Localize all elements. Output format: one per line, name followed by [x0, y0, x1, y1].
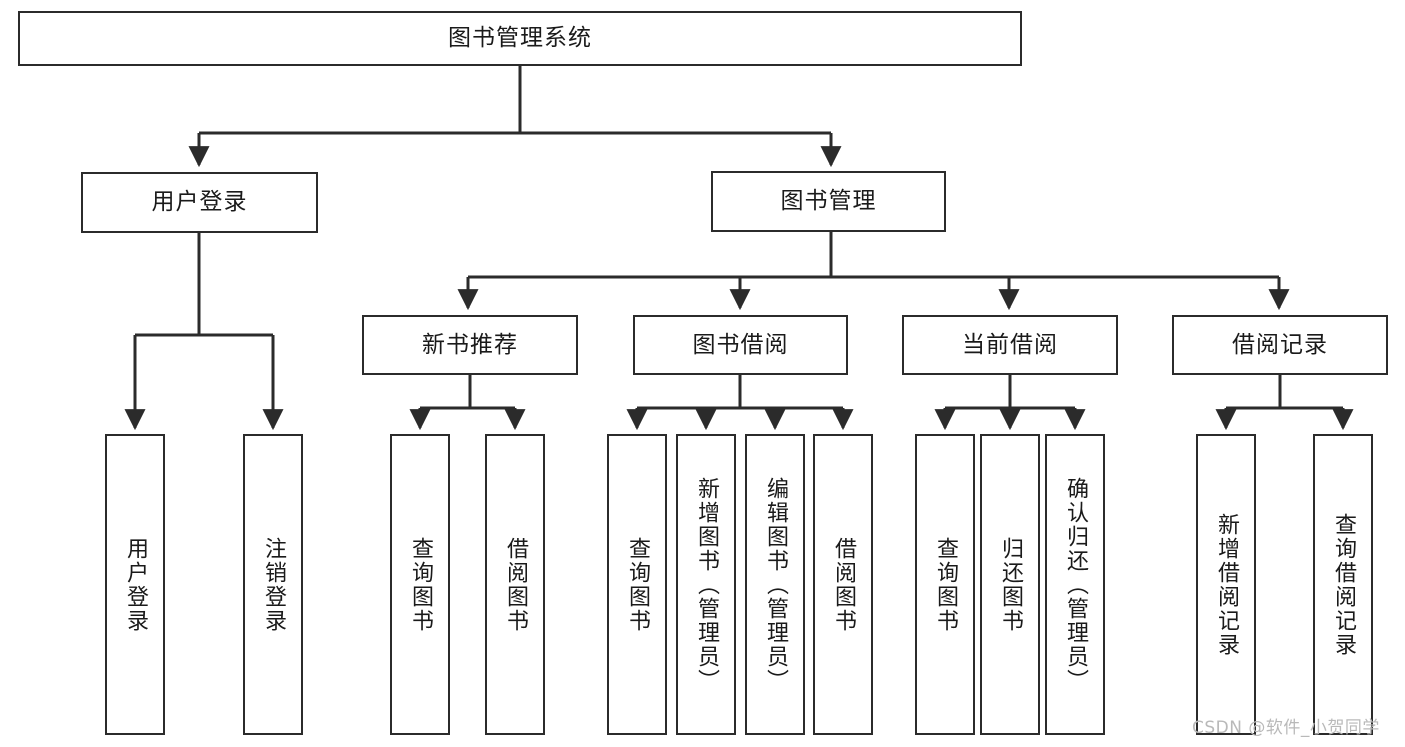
node-user-login[interactable]: 用户登录 — [81, 172, 318, 233]
node-leaf-return-book-label: 归还图书 — [997, 536, 1023, 633]
node-leaf-add-record-label: 新增借阅记录 — [1213, 512, 1239, 657]
node-leaf-return-book[interactable]: 归还图书 — [980, 434, 1040, 735]
node-leaf-confirm-return-label: 确认归还（管理员） — [1062, 476, 1088, 693]
node-leaf-query-book-1[interactable]: 查询图书 — [390, 434, 450, 735]
node-new-book-recommend[interactable]: 新书推荐 — [362, 315, 578, 375]
node-new-book-recommend-label: 新书推荐 — [422, 331, 518, 358]
node-book-manage[interactable]: 图书管理 — [711, 171, 946, 232]
node-leaf-edit-book-label: 编辑图书（管理员） — [762, 476, 788, 693]
node-leaf-query-book-2[interactable]: 查询图书 — [607, 434, 667, 735]
node-book-manage-label: 图书管理 — [780, 188, 877, 215]
node-leaf-user-logout[interactable]: 注销登录 — [243, 434, 303, 735]
node-leaf-add-record[interactable]: 新增借阅记录 — [1196, 434, 1256, 735]
node-leaf-borrow-book-1-label: 借阅图书 — [502, 536, 528, 633]
node-borrow-record-label: 借阅记录 — [1232, 331, 1328, 358]
node-leaf-add-book[interactable]: 新增图书（管理员） — [676, 434, 736, 735]
node-leaf-borrow-book-2-label: 借阅图书 — [830, 536, 856, 633]
node-book-borrow-label: 图书借阅 — [692, 331, 789, 358]
node-leaf-edit-book[interactable]: 编辑图书（管理员） — [745, 434, 805, 735]
node-leaf-borrow-book-1[interactable]: 借阅图书 — [485, 434, 545, 735]
node-current-borrow[interactable]: 当前借阅 — [902, 315, 1118, 375]
node-user-login-label: 用户登录 — [151, 189, 248, 216]
node-root-label: 图书管理系统 — [448, 25, 592, 52]
node-current-borrow-label: 当前借阅 — [962, 331, 1058, 358]
node-leaf-user-login-label: 用户登录 — [122, 536, 148, 633]
node-leaf-add-book-label: 新增图书（管理员） — [693, 476, 719, 693]
node-leaf-borrow-book-2[interactable]: 借阅图书 — [813, 434, 873, 735]
node-leaf-query-book-3-label: 查询图书 — [932, 536, 958, 633]
node-leaf-query-record[interactable]: 查询借阅记录 — [1313, 434, 1373, 735]
csdn-watermark: CSDN @软件_小贺同学 — [1192, 718, 1380, 738]
node-leaf-user-logout-label: 注销登录 — [260, 536, 286, 633]
node-leaf-query-record-label: 查询借阅记录 — [1330, 512, 1356, 657]
node-root[interactable]: 图书管理系统 — [18, 11, 1022, 66]
node-leaf-query-book-2-label: 查询图书 — [624, 536, 650, 633]
node-book-borrow[interactable]: 图书借阅 — [633, 315, 848, 375]
node-leaf-query-book-1-label: 查询图书 — [407, 536, 433, 633]
node-borrow-record[interactable]: 借阅记录 — [1172, 315, 1388, 375]
node-leaf-query-book-3[interactable]: 查询图书 — [915, 434, 975, 735]
node-leaf-user-login[interactable]: 用户登录 — [105, 434, 165, 735]
node-leaf-confirm-return[interactable]: 确认归还（管理员） — [1045, 434, 1105, 735]
